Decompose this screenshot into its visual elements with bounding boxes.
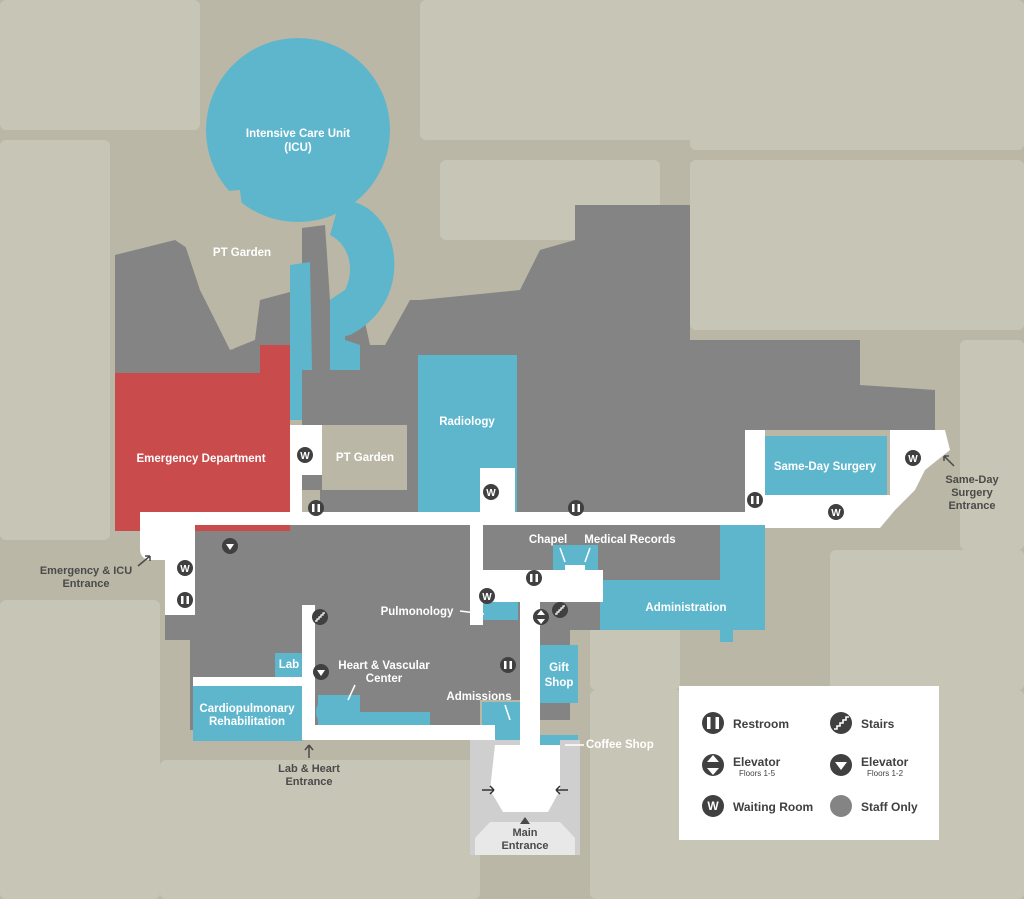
waiting-room-icon[interactable]: W [828, 504, 844, 520]
legend-elevator-1-5-label: Elevator [733, 755, 781, 769]
elevator-floors-1-5-icon[interactable] [533, 609, 549, 625]
emergency-icu-entrance-label-2: Entrance [62, 578, 109, 590]
restroom-icon[interactable] [177, 592, 193, 608]
legend-elevator-floors-1-5-icon [702, 754, 724, 776]
legend-staff-only-icon [830, 795, 852, 817]
heart-vascular-label-2: Center [366, 673, 403, 685]
heart-vascular-lobby [316, 696, 348, 728]
waiting-room-icon[interactable]: W [479, 588, 495, 604]
medical-records-label: Medical Records [584, 534, 675, 546]
waiting-room-icon[interactable]: W [483, 484, 499, 500]
icu-corridor [330, 200, 395, 340]
courtyards [180, 190, 407, 490]
leader-lines [347, 464, 905, 746]
restroom-icon[interactable] [526, 570, 542, 586]
same-day-entrance-label-2: Surgery [951, 487, 993, 499]
coffee-shop-label: Coffee Shop [586, 739, 654, 751]
main-lobby-inner [490, 745, 560, 812]
legend-stairs-icon [830, 712, 852, 734]
legend: Restroom Stairs Elevator Floors 1-5 Elev… [679, 686, 939, 840]
lab-heart-entrance-arrow-icon [304, 744, 314, 758]
cardio-rehab-area[interactable] [193, 686, 303, 741]
emergency-department-area[interactable] [115, 373, 290, 531]
heart-vascular-label-1: Heart & Vascular [338, 660, 430, 672]
emergency-icu-entrance-arrow-icon [137, 555, 151, 567]
lab-heart-entrance-label-2: Entrance [285, 776, 332, 788]
same-day-entrance-label-3: Entrance [948, 500, 995, 512]
gift-shop-label-2: Shop [545, 677, 574, 689]
restroom-icon[interactable] [568, 500, 584, 516]
elevator-floors-1-2-icon[interactable] [222, 538, 238, 554]
same-day-entrance-label-1: Same-Day [945, 474, 999, 486]
waiting-room-icon[interactable]: W [297, 447, 313, 463]
svg-text:W: W [482, 592, 492, 603]
same-day-entrance-arrow-icon [943, 455, 955, 467]
legend-elevator-1-2-label: Elevator [861, 755, 909, 769]
restroom-icon[interactable] [500, 657, 516, 673]
restroom-icons [177, 492, 763, 673]
icu-label-2: (ICU) [284, 142, 312, 154]
waiting-room-icon[interactable]: W [177, 560, 193, 576]
svg-text:W: W [831, 508, 841, 519]
legend-restroom-label: Restroom [733, 717, 789, 731]
waiting-room-icons: W W W W W W [177, 447, 921, 604]
pt-garden-mid-label: PT Garden [336, 452, 394, 464]
legend-elevator-floors-1-2-icon [830, 754, 852, 776]
svg-text:W: W [486, 488, 496, 499]
emergency-icu-entrance-label-1: Emergency & ICU [40, 565, 132, 577]
main-entrance-vestibule [475, 822, 575, 855]
legend-elevator-1-5-sub: Floors 1-5 [739, 769, 776, 778]
elevator-icons [222, 538, 549, 680]
admissions-label: Admissions [446, 691, 511, 703]
main-lobby-arrow-left-icon [482, 785, 495, 795]
svg-text:W: W [300, 451, 310, 462]
chapel-label: Chapel [529, 534, 567, 546]
legend-waiting-room-label: Waiting Room [733, 800, 813, 814]
cardio-rehab-label-1: Cardiopulmonary [199, 703, 295, 715]
gift-shop-label-1: Gift [549, 662, 569, 674]
legend-restroom-icon [702, 712, 724, 734]
administration-area[interactable] [600, 525, 765, 642]
gift-shop-area[interactable] [540, 645, 578, 703]
legend-stairs-label: Stairs [861, 717, 895, 731]
waiting-room-icon[interactable]: W [905, 450, 921, 466]
legend-waiting-room-icon: W [702, 795, 724, 817]
svg-text:W: W [707, 799, 719, 813]
icu-area[interactable] [206, 38, 390, 222]
main-lobby-arrow-right-icon [555, 785, 568, 795]
legend-elevator-1-2-sub: Floors 1-2 [867, 769, 904, 778]
restroom-icon[interactable] [747, 492, 763, 508]
pulmonology-label: Pulmonology [381, 606, 454, 618]
main-entrance-label-2: Entrance [501, 840, 548, 852]
stairs-icon[interactable] [552, 602, 568, 618]
administration-label: Administration [645, 602, 726, 614]
svg-text:W: W [180, 564, 190, 575]
main-entrance-arrow-icon [520, 817, 530, 824]
lab-area[interactable] [275, 653, 303, 677]
icu-connector [290, 262, 360, 420]
lab-heart-entrance-label-1: Lab & Heart [278, 763, 340, 775]
icu-label-1: Intensive Care Unit [246, 128, 350, 140]
emergency-notch [115, 345, 290, 390]
main-entrance-label-1: Main [512, 827, 537, 839]
svg-text:W: W [908, 454, 918, 465]
restroom-icon[interactable] [308, 500, 324, 516]
radiology-label: Radiology [439, 416, 495, 428]
emergency-department-label: Emergency Department [136, 453, 265, 465]
stairs-icons [312, 602, 568, 625]
lab-label: Lab [279, 659, 299, 671]
same-day-surgery-label: Same-Day Surgery [774, 461, 877, 473]
heart-vascular-area[interactable] [318, 695, 430, 728]
legend-staff-only-label: Staff Only [861, 800, 918, 814]
elevator-floors-1-2-icon[interactable] [313, 664, 329, 680]
cardio-rehab-label-2: Rehabilitation [209, 716, 285, 728]
stairs-icon[interactable] [312, 609, 328, 625]
pt-garden-north-label: PT Garden [213, 247, 271, 259]
same-day-surgery-area[interactable] [762, 436, 887, 496]
